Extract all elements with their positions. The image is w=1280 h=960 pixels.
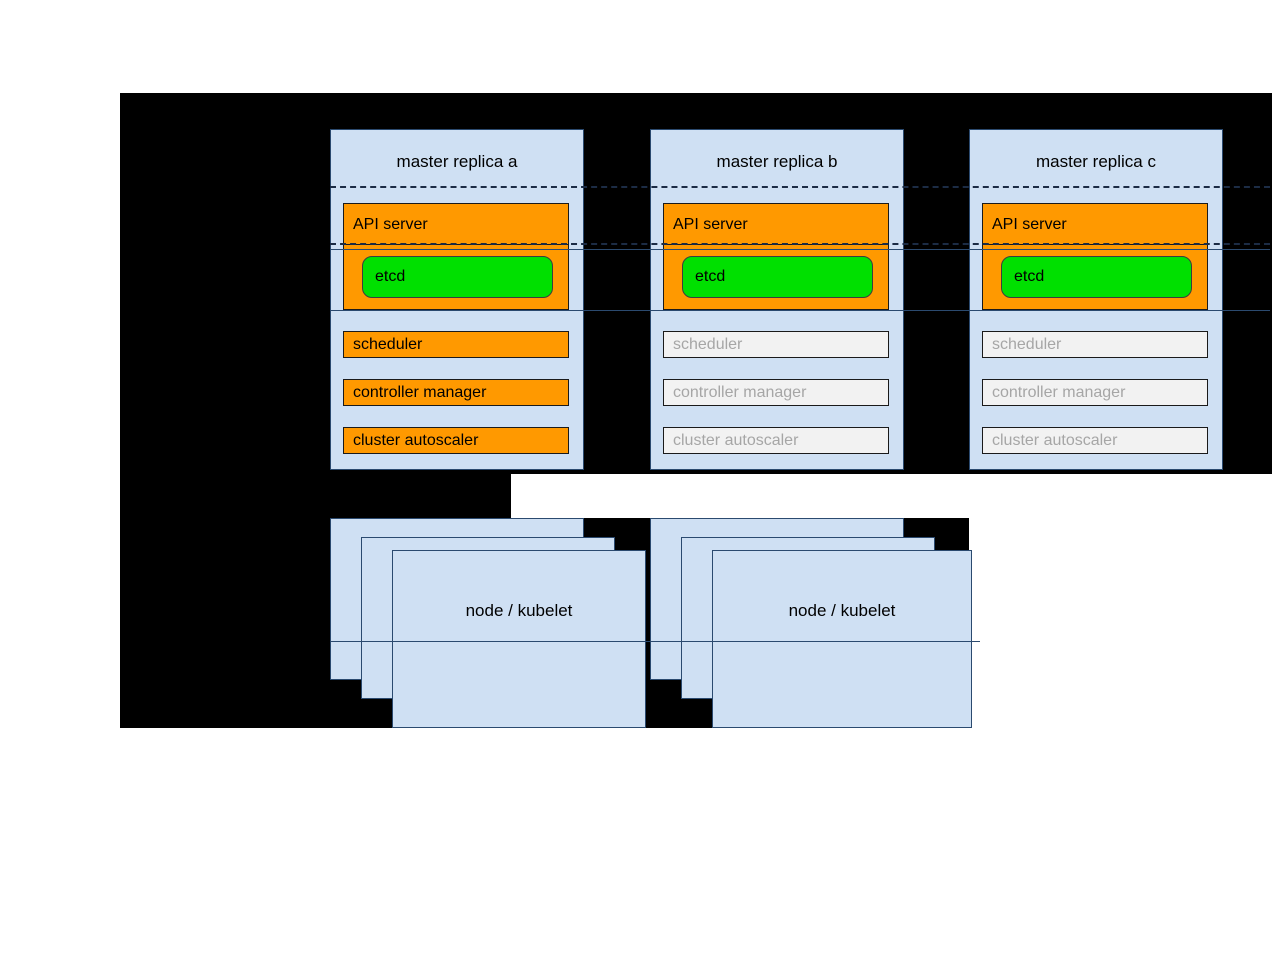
master-replica-a-cluster-autoscaler[interactable]: cluster autoscaler: [343, 427, 569, 454]
master-replica-b-scheduler[interactable]: scheduler: [663, 331, 889, 358]
dashed-separator-api-server: [330, 243, 1270, 245]
node-group-1-layer-front[interactable]: node / kubelet: [392, 550, 646, 728]
backdrop-notch-band: [120, 474, 511, 518]
master-replica-b-cluster-autoscaler[interactable]: cluster autoscaler: [663, 427, 889, 454]
master-replica-c-api-server[interactable]: API server: [982, 203, 1208, 245]
master-replica-a-etcd[interactable]: etcd: [362, 256, 553, 298]
master-replica-c-scheduler[interactable]: scheduler: [982, 331, 1208, 358]
node-group-2-label: node / kubelet: [788, 601, 896, 620]
master-replica-c-controller-manager[interactable]: controller manager: [982, 379, 1208, 406]
solid-separator-etcd-top: [330, 249, 1270, 250]
node-group-2-layer-front[interactable]: node / kubelet: [712, 550, 972, 728]
master-replica-c-title: master replica c: [1036, 152, 1156, 171]
master-replica-c-etcd[interactable]: etcd: [1001, 256, 1192, 298]
master-replica-a-controller-manager[interactable]: controller manager: [343, 379, 569, 406]
node-group-2-midline: [650, 641, 980, 642]
master-replica-b-title: master replica b: [716, 152, 838, 171]
node-group-1-midline: [330, 641, 710, 642]
master-replica-b-controller-manager[interactable]: controller manager: [663, 379, 889, 406]
master-replica-c-cluster-autoscaler[interactable]: cluster autoscaler: [982, 427, 1208, 454]
dashed-separator-replica-title: [330, 186, 1270, 188]
master-replica-b-etcd[interactable]: etcd: [682, 256, 873, 298]
master-replica-a-api-server[interactable]: API server: [343, 203, 569, 245]
node-group-1-label: node / kubelet: [465, 601, 573, 620]
master-replica-a-title: master replica a: [396, 152, 518, 171]
solid-separator-etcd-bottom: [330, 310, 1270, 311]
master-replica-a-scheduler[interactable]: scheduler: [343, 331, 569, 358]
master-replica-b-api-server[interactable]: API server: [663, 203, 889, 245]
